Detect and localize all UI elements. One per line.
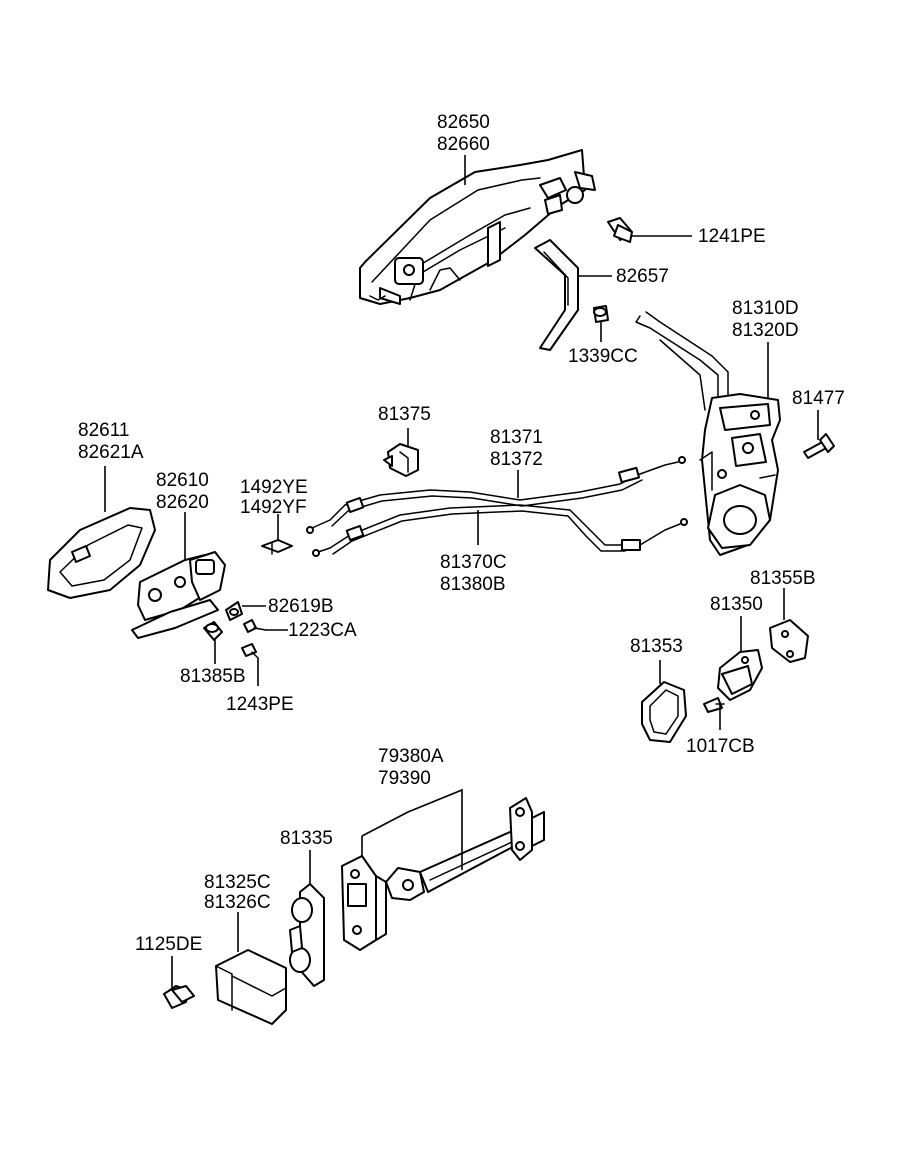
door-latch-assembly bbox=[635, 311, 781, 556]
label-1492YE: 1492YE bbox=[240, 477, 308, 498]
outside-handle-part bbox=[359, 149, 596, 305]
label-82619B: 82619B bbox=[268, 596, 334, 617]
screw-1223CA bbox=[243, 619, 267, 633]
label-82660: 82660 bbox=[437, 134, 490, 155]
label-81372: 81372 bbox=[490, 449, 543, 470]
screw-1017CB bbox=[703, 697, 725, 713]
label-82650: 82650 bbox=[437, 112, 490, 133]
label-81320D: 81320D bbox=[732, 320, 799, 341]
label-81385B: 81385B bbox=[180, 666, 246, 687]
inside-handle bbox=[131, 551, 226, 639]
label-1125DE: 1125DE bbox=[135, 934, 202, 955]
label-81380B: 81380B bbox=[440, 574, 506, 595]
bolt-1241PE bbox=[607, 217, 633, 243]
label-1339CC: 1339CC bbox=[568, 346, 638, 367]
checker-plate bbox=[341, 855, 387, 951]
label-81353: 81353 bbox=[630, 636, 683, 657]
label-1243PE: 1243PE bbox=[226, 694, 294, 715]
clip-81375 bbox=[383, 443, 419, 477]
label-81325C: 81325C bbox=[204, 872, 271, 893]
label-82610: 82610 bbox=[156, 470, 209, 491]
label-81326C: 81326C bbox=[204, 892, 271, 913]
washer-82619B bbox=[225, 601, 243, 621]
label-81370C: 81370C bbox=[440, 552, 507, 573]
lock-cables bbox=[306, 456, 688, 557]
clip-1339CC bbox=[593, 305, 609, 323]
striker-81350 bbox=[717, 649, 763, 701]
label-81477: 81477 bbox=[792, 388, 845, 409]
label-81310D: 81310D bbox=[732, 298, 799, 319]
gasket-81353 bbox=[641, 681, 687, 743]
label-82657: 82657 bbox=[616, 266, 669, 287]
label-1223CA: 1223CA bbox=[288, 620, 357, 641]
inside-handle-bezel bbox=[47, 507, 156, 599]
clip-1492YE bbox=[261, 539, 293, 555]
label-79380A: 79380A bbox=[378, 746, 444, 767]
label-81375: 81375 bbox=[378, 404, 431, 425]
bracket-82657 bbox=[534, 239, 579, 351]
pad-81355B bbox=[769, 619, 809, 663]
bushing-81385B bbox=[203, 621, 223, 641]
label-1017CB: 1017CB bbox=[686, 736, 755, 757]
label-81371: 81371 bbox=[490, 427, 543, 448]
label-1241PE: 1241PE bbox=[698, 226, 766, 247]
door-checker bbox=[385, 797, 545, 901]
screw-81477 bbox=[803, 433, 835, 459]
label-82621A: 82621A bbox=[78, 442, 144, 463]
label-1492YF: 1492YF bbox=[240, 497, 307, 518]
striker-bracket-81335 bbox=[289, 883, 325, 987]
label-81350: 81350 bbox=[710, 594, 763, 615]
label-82611: 82611 bbox=[78, 420, 129, 441]
label-79390: 79390 bbox=[378, 768, 431, 789]
screw-1243PE bbox=[241, 643, 259, 659]
label-81335: 81335 bbox=[280, 828, 333, 849]
leader-79380A bbox=[361, 788, 463, 870]
label-81355B: 81355B bbox=[750, 568, 816, 589]
cover-81325C bbox=[215, 949, 287, 1025]
bolt-1125DE bbox=[163, 985, 195, 1009]
label-82620: 82620 bbox=[156, 492, 209, 513]
